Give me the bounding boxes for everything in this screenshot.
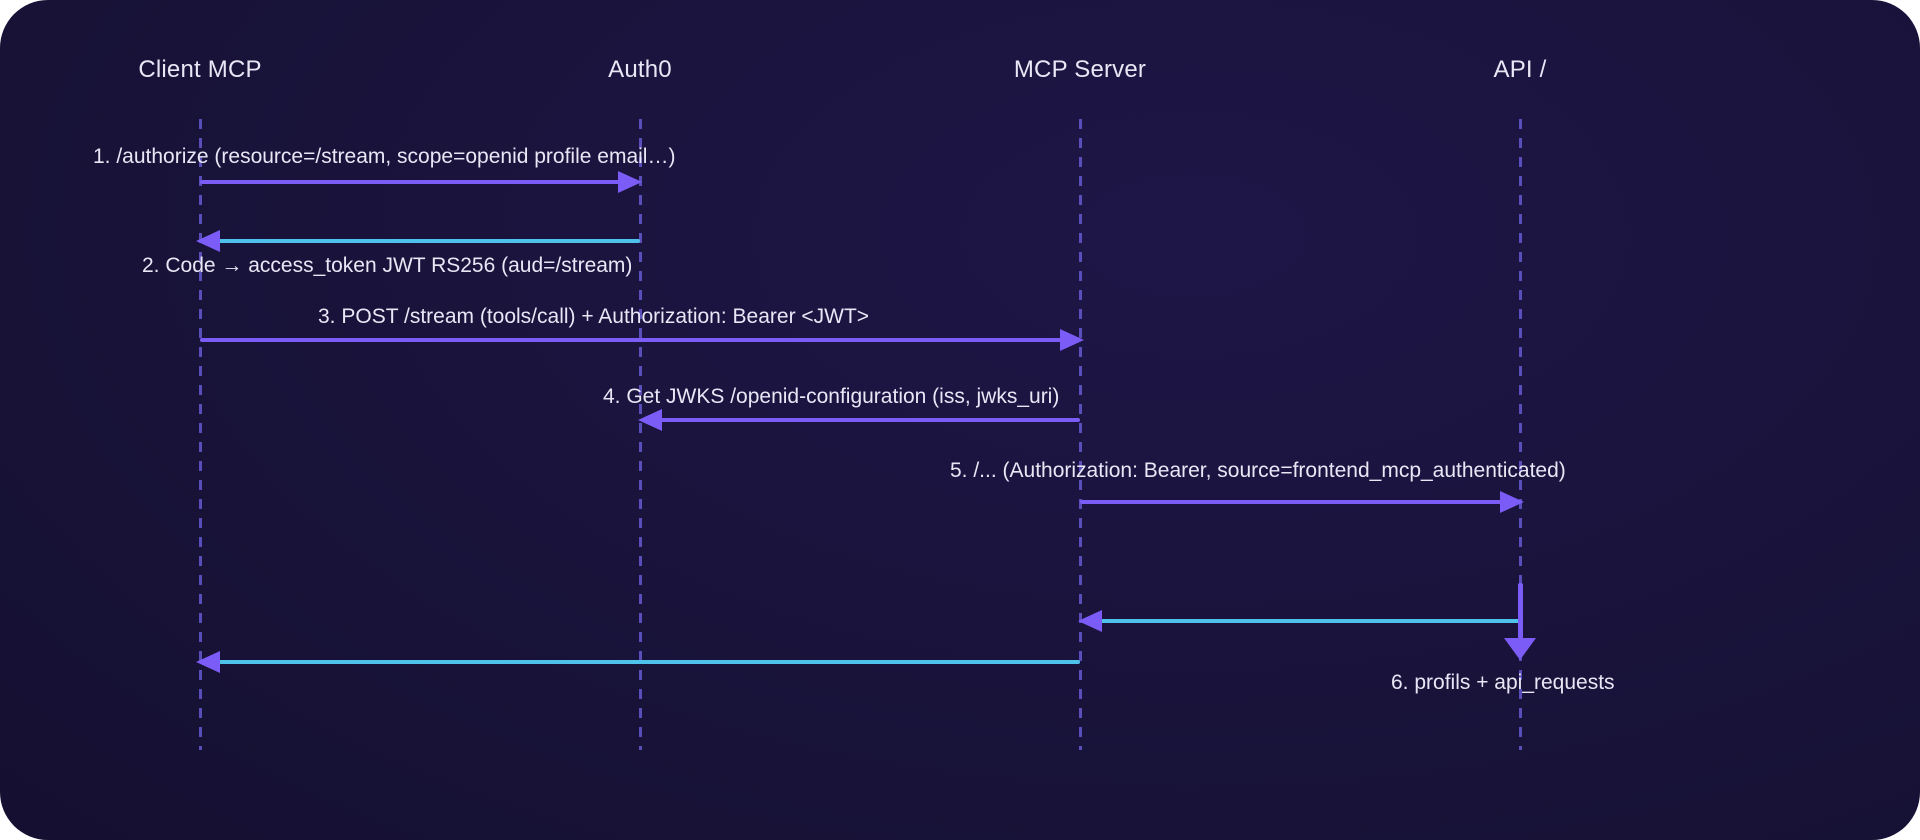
message-3-arrow — [200, 329, 1084, 351]
message-2-arrow — [196, 230, 640, 252]
message-4-arrow — [638, 409, 1080, 431]
message-6-label: 6. profils + api_requests — [1391, 671, 1615, 694]
lifeline-mcp-server — [1078, 119, 1082, 750]
return-api-to-mcp-arrow — [1078, 610, 1520, 632]
arrowhead-left-icon — [638, 409, 662, 431]
actor-auth0: Auth0 — [608, 56, 672, 83]
arrowhead-left-icon — [196, 651, 220, 673]
lifeline-auth0 — [638, 119, 642, 750]
message-5-label: 5. /... (Authorization: Bearer, source=f… — [950, 459, 1566, 482]
arrowhead-right-icon — [618, 171, 642, 193]
return-mcp-to-client-arrow — [196, 651, 1080, 673]
arrowhead-left-icon — [196, 230, 220, 252]
lifeline-client-mcp — [198, 119, 202, 750]
api-processing-line — [1517, 583, 1523, 639]
actor-mcp-server: MCP Server — [1013, 56, 1147, 83]
lifeline-api — [1518, 119, 1522, 750]
actor-api: API / — [1493, 56, 1547, 83]
arrowhead-right-icon — [1500, 491, 1524, 513]
message-1-label: 1. /authorize (resource=/stream, scope=o… — [93, 145, 676, 168]
message-3-label: 3. POST /stream (tools/call) + Authoriza… — [318, 305, 870, 328]
message-5-arrow — [1080, 491, 1524, 513]
message-4-label: 4. Get JWKS /openid-configuration (iss, … — [603, 385, 1060, 408]
message-2-label: 2. Code → access_token JWT RS256 (aud=/s… — [142, 254, 633, 277]
message-1-arrow — [200, 171, 642, 193]
arrowhead-down-icon — [1504, 638, 1536, 660]
arrowhead-left-icon — [1078, 610, 1102, 632]
actor-client-mcp: Client MCP — [138, 56, 262, 83]
arrowhead-right-icon — [1060, 329, 1084, 351]
